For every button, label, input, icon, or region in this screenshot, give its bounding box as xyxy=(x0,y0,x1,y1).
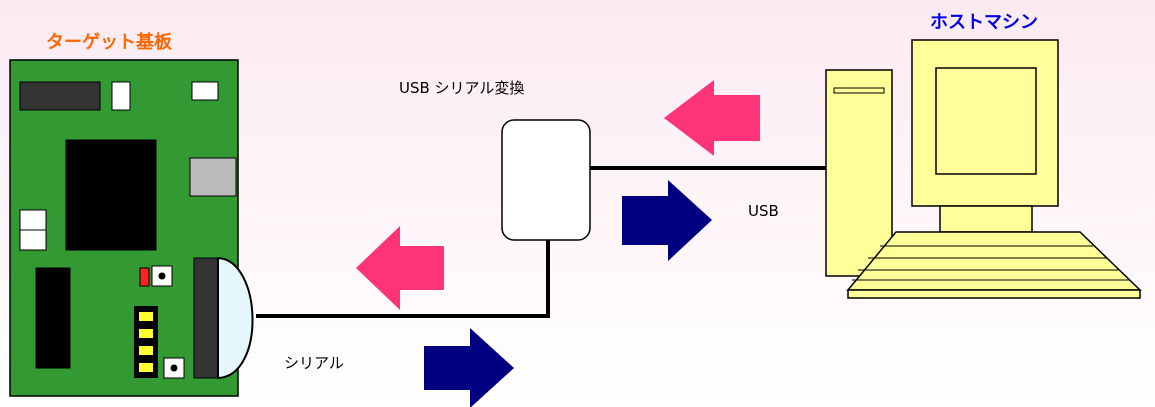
board-small-chip-1 xyxy=(111,81,131,111)
serial-port-body xyxy=(193,257,221,379)
arrow-host-to-converter xyxy=(664,80,760,156)
target-board-title: ターゲット基板 xyxy=(46,32,172,53)
computer-stand xyxy=(939,205,1033,233)
board-switch-top xyxy=(19,209,47,231)
arrow-converter-to-host xyxy=(622,180,712,261)
target-board xyxy=(9,59,254,397)
board-switch-bottom xyxy=(19,229,47,251)
usb-serial-converter-label: USB シリアル変換 xyxy=(399,79,525,97)
computer-screen xyxy=(935,67,1037,175)
serial-label: シリアル xyxy=(284,354,344,372)
board-ic-chip xyxy=(35,267,71,369)
board-small-chip-2 xyxy=(191,81,219,101)
computer-keyboard xyxy=(846,231,1142,291)
board-connector-strip xyxy=(19,81,101,111)
serial-port-shell xyxy=(217,256,254,380)
board-main-cpu xyxy=(65,139,157,251)
board-led xyxy=(139,267,150,287)
usb-label: USB xyxy=(748,202,779,220)
host-computer xyxy=(825,39,1142,299)
host-machine-title: ホストマシン xyxy=(930,12,1038,33)
arrow-converter-to-target xyxy=(356,226,444,310)
usb-serial-converter-box xyxy=(501,119,591,241)
arrow-target-to-converter xyxy=(424,328,514,407)
board-usb-port xyxy=(189,157,237,197)
computer-tower xyxy=(825,69,893,277)
serial-cable xyxy=(256,240,550,318)
